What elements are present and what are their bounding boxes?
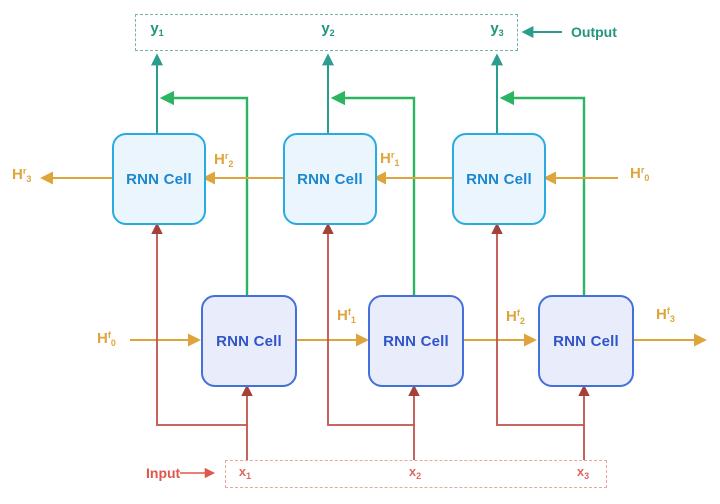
hidden-state-label-hf3: Hf3 (656, 306, 675, 324)
rnn-cell-label: RNN Cell (553, 332, 619, 350)
rnn-cell-label: RNN Cell (126, 170, 192, 188)
rnn-cell-forward-2: RNN Cell (368, 295, 464, 387)
hidden-state-label-hf0: Hf0 (97, 330, 116, 348)
hidden-state-label-hf1: Hf1 (337, 307, 356, 325)
input-label-x1: x1 (238, 464, 252, 481)
input-connector-x1-backward (151, 222, 247, 426)
input-label-x2: x2 (408, 464, 422, 481)
hidden-state-label-hf2: Hf2 (506, 308, 525, 326)
rnn-cell-forward-1: RNN Cell (201, 295, 297, 387)
input-label-x3: x3 (576, 464, 590, 481)
rnn-cell-label: RNN Cell (216, 332, 282, 350)
output-label-y2: y2 (321, 20, 335, 38)
rnn-cell-label: RNN Cell (297, 170, 363, 188)
rnn-cell-label: RNN Cell (383, 332, 449, 350)
hidden-state-label-hr3: Hr3 (12, 166, 32, 184)
hidden-state-label-hr1: Hr1 (380, 150, 400, 168)
forward-output-connector-1 (159, 90, 249, 295)
forward-output-connector-3 (499, 90, 586, 295)
hidden-state-label-hr0: Hr0 (630, 165, 650, 183)
output-label-y1: y1 (150, 20, 164, 38)
input-tag: Input (146, 465, 181, 481)
rnn-cell-backward-1: RNN Cell (112, 133, 206, 225)
hidden-state-label-hr2: Hr2 (214, 151, 234, 169)
output-box (135, 14, 518, 51)
input-box (225, 460, 607, 488)
rnn-cell-backward-2: RNN Cell (283, 133, 377, 225)
output-tag: Output (571, 24, 617, 40)
input-connector-x2-backward (322, 222, 414, 426)
input-connector-x3-backward (491, 222, 584, 426)
forward-output-connector-2 (330, 90, 416, 295)
output-label-y3: y3 (490, 20, 504, 38)
rnn-cell-label: RNN Cell (466, 170, 532, 188)
rnn-cell-backward-3: RNN Cell (452, 133, 546, 225)
rnn-cell-forward-3: RNN Cell (538, 295, 634, 387)
